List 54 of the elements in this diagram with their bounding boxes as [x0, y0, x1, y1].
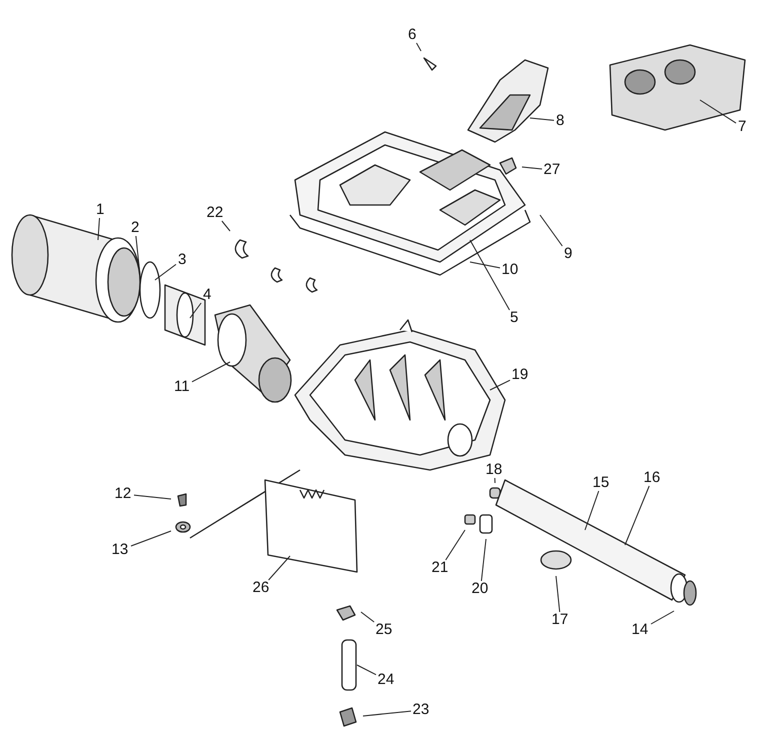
- callout-number: 25: [374, 622, 394, 638]
- leader-line: [540, 214, 563, 246]
- callout-number: 2: [129, 220, 142, 236]
- callout-number: 24: [376, 672, 396, 688]
- callout-number: 1: [94, 202, 106, 218]
- leader-line: [190, 302, 202, 318]
- callout-number: 26: [250, 580, 272, 596]
- leader-line: [268, 556, 290, 580]
- leader-line: [490, 380, 510, 390]
- callout-number: 22: [204, 205, 226, 221]
- callout-number: 4: [201, 287, 214, 303]
- leader-line: [154, 264, 176, 280]
- callout-number: 12: [112, 486, 134, 502]
- callout-number: 8: [554, 113, 566, 129]
- callout-number: 15: [590, 475, 612, 491]
- leader-line: [494, 478, 496, 484]
- leader-line: [530, 118, 554, 121]
- callout-number: 16: [642, 470, 662, 486]
- leader-line: [134, 494, 172, 500]
- leader-line: [362, 710, 412, 716]
- callout-number: 14: [630, 622, 650, 638]
- leader-line: [556, 576, 560, 612]
- leader-line: [584, 490, 600, 530]
- leader-line: [480, 538, 486, 582]
- callout-number: 17: [550, 612, 570, 628]
- callout-number: 21: [430, 560, 450, 576]
- leader-line: [522, 166, 542, 170]
- callout-number: 7: [736, 119, 748, 135]
- leader-line: [700, 100, 736, 124]
- callout-number: 23: [410, 702, 432, 718]
- leader-line: [98, 218, 100, 240]
- leader-line: [445, 530, 466, 560]
- leader-line: [624, 486, 650, 546]
- callout-number: 19: [510, 367, 530, 383]
- callout-number: 9: [562, 246, 574, 262]
- leader-line: [135, 236, 140, 276]
- callout-number: 27: [542, 162, 562, 178]
- leader-line: [416, 42, 422, 52]
- callout-number: 11: [172, 379, 192, 395]
- leader-line: [192, 362, 230, 382]
- callout-number: 5: [508, 310, 520, 326]
- callout-number: 13: [110, 542, 130, 558]
- callout-number: 10: [500, 262, 520, 278]
- leader-line: [360, 612, 375, 622]
- callout-number: 20: [470, 581, 490, 597]
- leader-line: [356, 664, 376, 676]
- leader-line: [650, 610, 674, 624]
- callout-number: 18: [484, 462, 504, 478]
- leader-line: [130, 530, 172, 546]
- leader-line: [470, 240, 510, 310]
- callout-number: 6: [406, 27, 418, 43]
- leader-line: [221, 220, 230, 232]
- leader-line: [470, 262, 500, 268]
- callout-number: 3: [176, 252, 188, 268]
